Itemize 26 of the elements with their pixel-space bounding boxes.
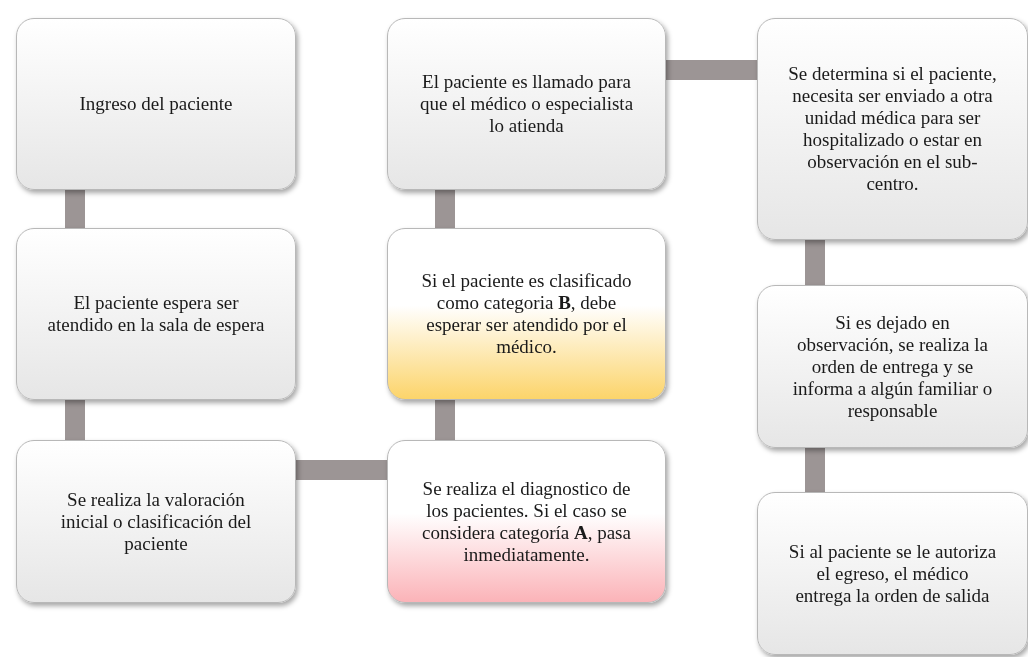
process-box	[757, 18, 1028, 240]
box-text: Ingreso del paciente	[79, 93, 233, 115]
process-box	[16, 228, 296, 400]
connector-bar	[65, 190, 85, 228]
process-box	[16, 18, 296, 190]
connector-bar	[296, 460, 387, 480]
connector-bar	[65, 400, 85, 440]
box-text: Se realiza el diagnostico de los pacientes. Si el caso se considera categoría A, pasa inmediatamente.	[421, 477, 632, 566]
box-text: El paciente es llamado para que el médico o especialista lo atienda	[418, 71, 635, 137]
process-box	[387, 440, 666, 603]
box-text: Se determina si el paciente, necesita ser enviado a otra unidad médica para ser hospitalizado o estar en observación en el sub-centro.	[788, 63, 997, 195]
connector-bar	[805, 448, 825, 492]
process-box	[16, 440, 296, 603]
process-box	[757, 285, 1028, 448]
box-text: Si el paciente es clasificado como categoria B, debe esperar ser atendido por el médico.	[420, 270, 633, 358]
connector-bar	[805, 240, 825, 285]
box-text: Se realiza la valoración inicial o clasificación del paciente	[59, 488, 253, 555]
box-text: El paciente espera ser atendido en la sala de espera	[47, 292, 265, 336]
process-box	[757, 492, 1028, 655]
box-text: Si al paciente se le autoriza el egreso, el médico entrega la orden de salida	[788, 540, 997, 607]
connector-bar	[435, 400, 455, 440]
connector-bar	[435, 190, 455, 228]
connector-bar	[666, 60, 757, 80]
box-text: Si es dejado en observación, se realiza la orden de entrega y se informa a algún familiar o responsable	[791, 311, 994, 422]
process-box	[387, 18, 666, 190]
process-box	[387, 228, 666, 400]
